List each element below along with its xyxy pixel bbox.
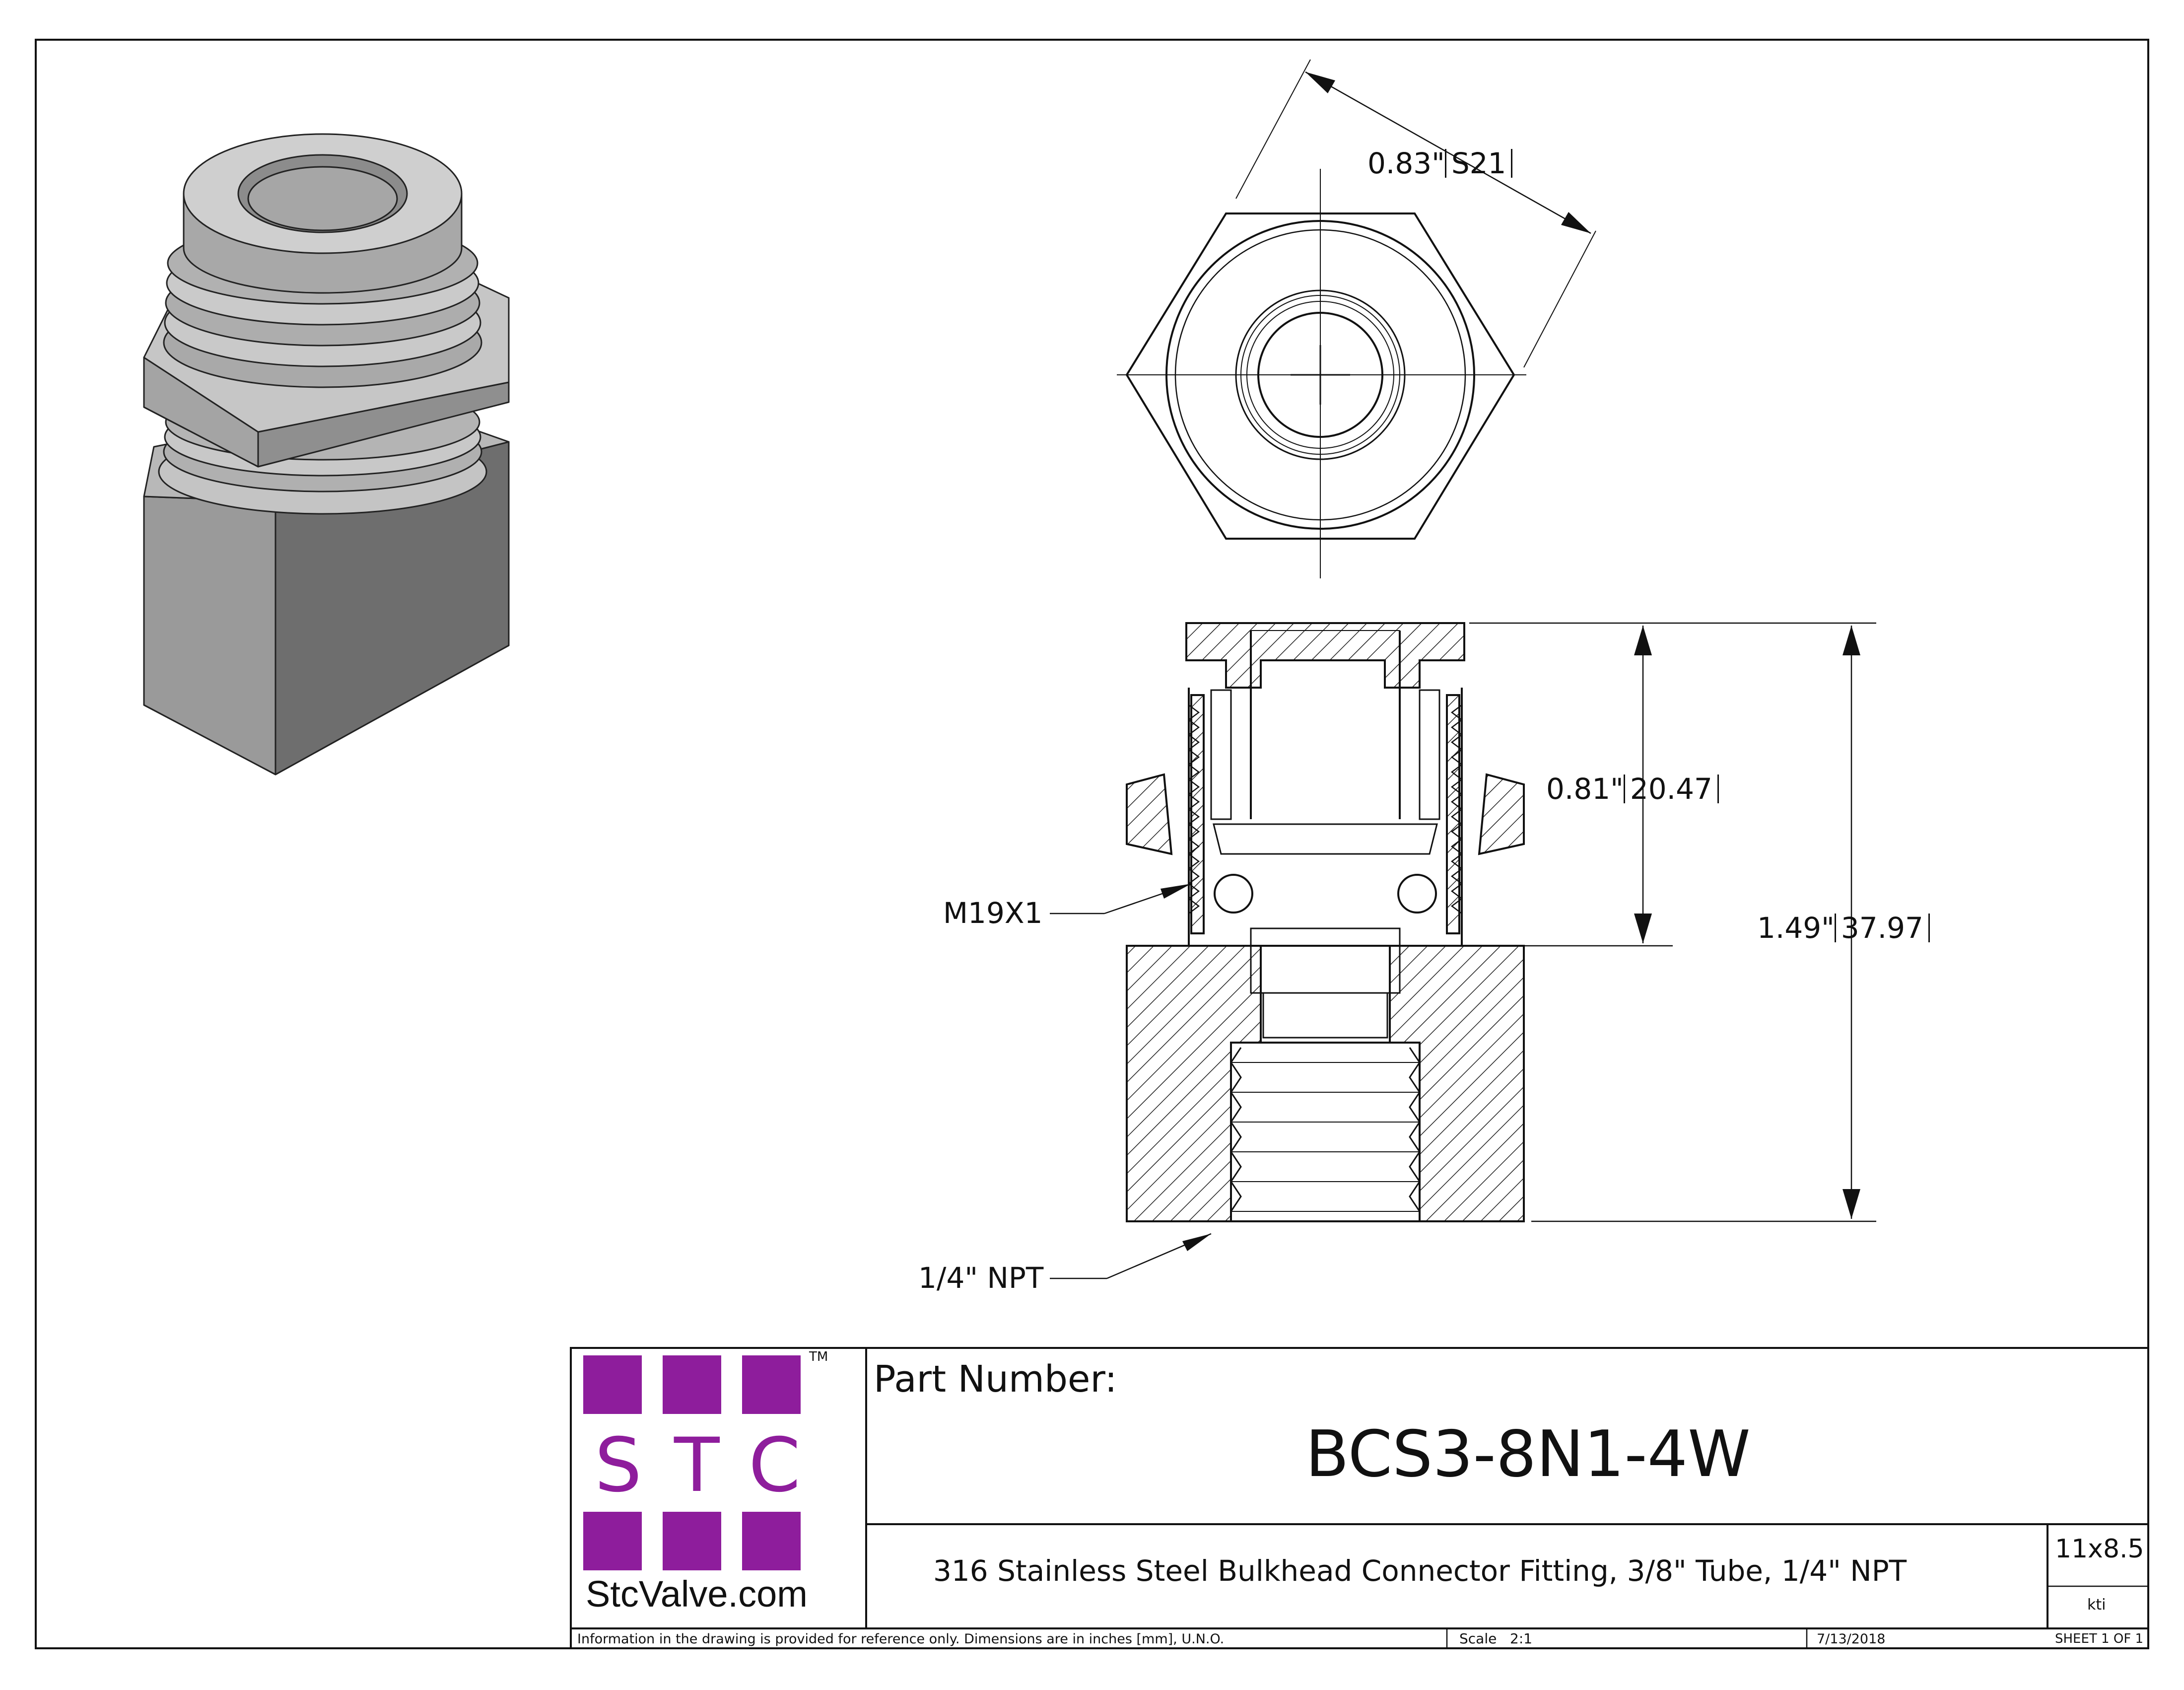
title-block [570, 1347, 2149, 1649]
sheet-number: SHEET 1 OF 1 [2055, 1631, 2144, 1646]
thread-callout-npt: 1/4" NPT [918, 1261, 1044, 1295]
insert-depth-dimension: 0.81"20.47 [1546, 772, 1719, 806]
section-view [1050, 622, 1876, 1279]
end-view [1117, 59, 1596, 578]
insert-depth-inch: 0.81" [1546, 772, 1624, 806]
logo-square [742, 1512, 801, 1570]
part-number: BCS3-8N1-4W [1305, 1417, 1751, 1491]
part-description: 316 Stainless Steel Bulkhead Connector F… [933, 1554, 1907, 1588]
logo-square [663, 1355, 721, 1414]
logo-square [663, 1512, 721, 1570]
logo-square [583, 1512, 642, 1570]
logo-letter-t: T [674, 1422, 720, 1509]
thread-callout-m19: M19X1 [943, 896, 1043, 930]
hex-width-inch: 0.83" [1367, 146, 1445, 180]
part-number-label: Part Number: [874, 1358, 1117, 1401]
logo-letter-c: C [749, 1422, 801, 1509]
logo-square [583, 1355, 642, 1414]
insert-depth-mm: 20.47 [1623, 775, 1719, 803]
sheet-size: 11x8.5 [2055, 1534, 2144, 1564]
overall-length-inch: 1.49" [1757, 911, 1835, 945]
logo-letter-s: S [595, 1422, 642, 1509]
scale: Scale 2:1 [1459, 1630, 1533, 1647]
isometric-view [143, 133, 510, 775]
overall-length-mm: 37.97 [1834, 914, 1930, 942]
drawing-date: 7/13/2018 [1817, 1631, 1886, 1647]
disclaimer: Information in the drawing is provided f… [577, 1631, 1225, 1647]
logo-square [742, 1355, 801, 1414]
hex-width-dimension: 0.83"S21 [1367, 146, 1513, 180]
logo-site: StcValve.com [586, 1573, 808, 1615]
drawn-by: kti [2087, 1596, 2106, 1614]
logo-tm: TM [809, 1349, 828, 1364]
overall-length-dimension: 1.49"37.97 [1757, 911, 1930, 945]
hex-width-mm: S21 [1444, 149, 1513, 178]
